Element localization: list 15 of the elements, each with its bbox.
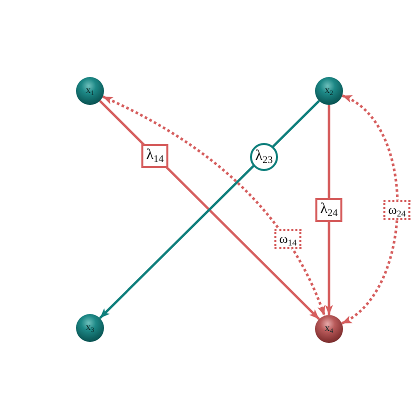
edge-label: λ$_{24}$ bbox=[315, 198, 343, 222]
sphere-node bbox=[76, 77, 104, 105]
double-arrow bbox=[341, 94, 399, 324]
sphere-node bbox=[315, 77, 343, 105]
edge-label: ω$_{24}$ bbox=[383, 200, 411, 220]
edge-label: λ$_{23}$ bbox=[250, 143, 278, 171]
sphere-node bbox=[315, 315, 343, 343]
node-label: x$_{3}$ bbox=[86, 323, 94, 333]
edge-label: λ$_{14}$ bbox=[141, 144, 169, 168]
node-label: x$_{4}$ bbox=[324, 324, 334, 334]
edge-label: ω$_{14}$ bbox=[274, 229, 302, 249]
sphere-node bbox=[76, 314, 104, 342]
node-label: x$_{1}$ bbox=[86, 86, 94, 96]
node-label: x$_{2}$ bbox=[324, 86, 334, 96]
arrow bbox=[325, 105, 333, 315]
